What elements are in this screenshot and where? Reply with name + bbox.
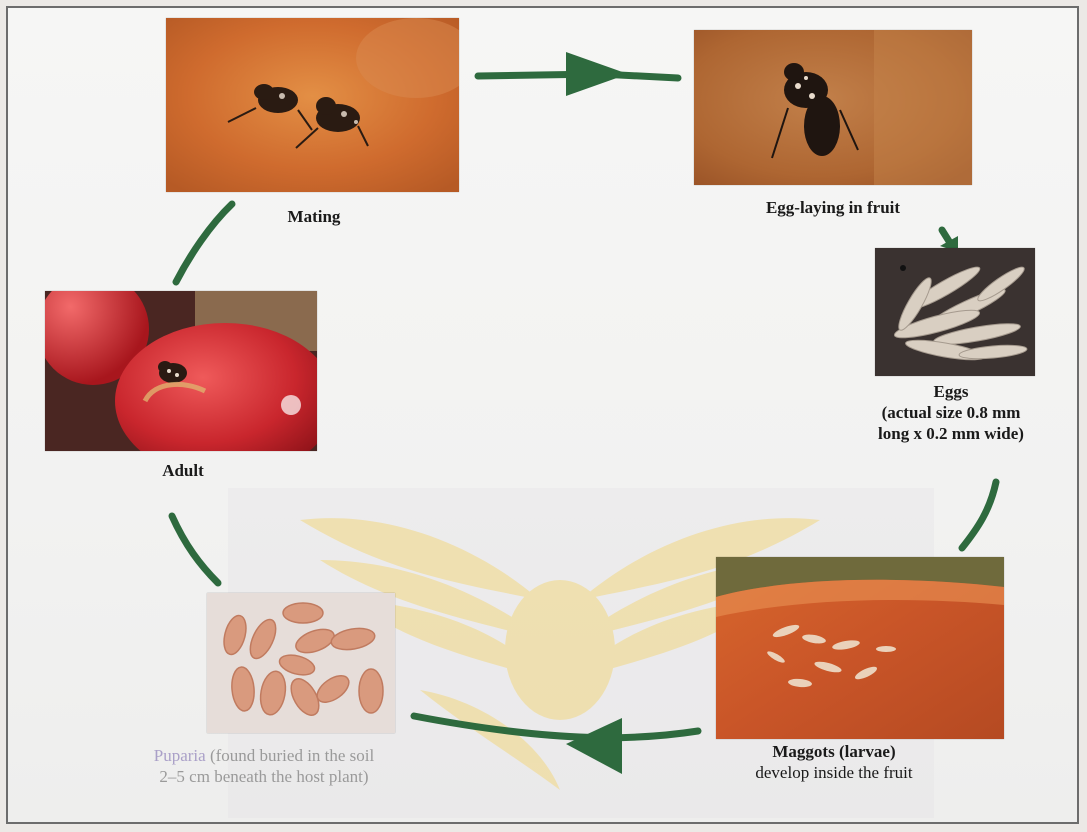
eggs-detail-line1: (actual size 0.8 mm — [826, 402, 1076, 423]
arrow-adult-to-mating — [176, 204, 232, 282]
adult-label: Adult — [162, 461, 204, 480]
adult-photo — [45, 291, 317, 451]
egg-laying-photo — [694, 30, 972, 185]
arrowhead-left — [566, 718, 622, 774]
eggs-label: Eggs — [826, 381, 1076, 402]
caption-maggots: Maggots (larvae) develop inside the frui… — [696, 741, 972, 783]
puparia-photo — [207, 593, 395, 733]
caption-eggs: Eggs (actual size 0.8 mm long x 0.2 mm w… — [826, 381, 1076, 444]
caption-puparia: Puparia (found buried in the soil 2–5 cm… — [64, 745, 464, 787]
maggots-label: Maggots (larvae) — [696, 741, 972, 762]
puparia-detail-line1: (found buried in the soil — [210, 746, 374, 765]
caption-adult: Adult — [110, 460, 256, 481]
arrow-eggs-to-maggots — [962, 482, 996, 548]
mating-label: Mating — [288, 207, 341, 226]
arrow-maggots-to-puparia — [414, 716, 698, 738]
caption-mating: Mating — [226, 206, 402, 227]
eggs-detail-line2: long x 0.2 mm wide) — [826, 423, 1076, 444]
arrowhead-right — [566, 52, 628, 96]
eggs-photo — [875, 248, 1035, 376]
puparia-label: Puparia — [154, 746, 206, 765]
caption-egg-laying: Egg-laying in fruit — [690, 197, 976, 218]
arrow-puparia-to-adult — [172, 516, 218, 583]
mating-photo — [166, 18, 459, 192]
maggots-detail: develop inside the fruit — [696, 762, 972, 783]
maggots-photo — [716, 557, 1004, 739]
puparia-line1: Puparia (found buried in the soil — [64, 745, 464, 766]
egg-laying-label: Egg-laying in fruit — [766, 198, 900, 217]
puparia-detail-line2: 2–5 cm beneath the host plant) — [64, 766, 464, 787]
